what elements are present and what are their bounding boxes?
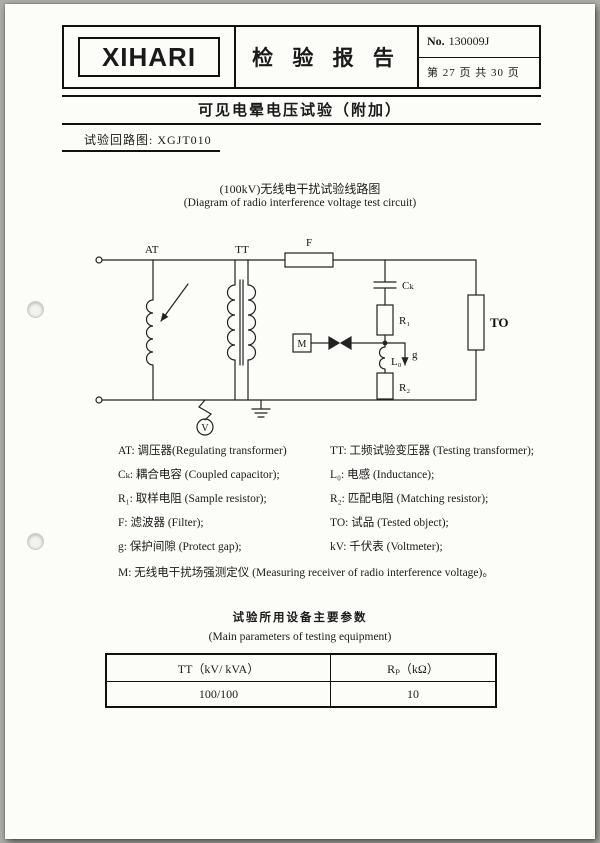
filter-box xyxy=(284,252,334,268)
matching-resistor-box xyxy=(376,372,394,400)
input-terminal-bottom xyxy=(95,396,103,404)
measuring-receiver-box xyxy=(292,333,312,353)
tt-secondary-winding xyxy=(247,259,257,401)
voltmeter-circle xyxy=(196,418,214,436)
page-indicator: 第 27 页 共 30 页 xyxy=(427,67,520,80)
logo-cell: XIHARI xyxy=(64,27,236,87)
params-header-row: TT（kV/ kVA） Rₚ（kΩ） xyxy=(107,655,495,682)
report-number-value: 130009J xyxy=(448,34,490,49)
params-title-cn: 试验所用设备主要参数 xyxy=(232,612,368,624)
legend-item: g: 保护间隙 (Protect gap); xyxy=(118,540,242,553)
legend-item: R₂: 匹配电阻 (Matching resistor); xyxy=(330,492,489,505)
component-legend: AT: 调压器(Regulating transformer) TT: 工频试验… xyxy=(118,444,548,581)
legend-item: AT: 调压器(Regulating transformer) xyxy=(118,445,287,457)
v-label: V xyxy=(201,423,209,434)
g-label: g xyxy=(412,349,418,361)
xihari-logo: XIHARI xyxy=(78,37,220,77)
circuit-reference: 试验回路图: XGJT010 xyxy=(84,133,212,147)
filter-label: F xyxy=(306,237,312,249)
punch-hole-top xyxy=(27,301,44,318)
regulating-transformer-winding xyxy=(145,259,154,401)
diagram-title-en: (Diagram of radio interference voltage t… xyxy=(183,197,417,209)
inductor xyxy=(378,342,386,374)
params-value-rp: 10 xyxy=(407,686,419,701)
wiper-arrow xyxy=(160,283,189,322)
report-header: XIHARI 检 验 报 告 No. 130009J 第 27 页 共 30 页 xyxy=(62,25,541,89)
legend-item: TO: 试品 (Tested object); xyxy=(330,516,449,529)
legend-item: kV: 千伏表 (Voltmeter); xyxy=(330,540,443,553)
tested-object-box xyxy=(467,294,485,351)
report-number-label: No. xyxy=(427,34,445,49)
to-label: TO xyxy=(490,315,509,330)
gap-electrode-right xyxy=(339,335,352,351)
gap-electrode-left xyxy=(328,335,341,351)
legend-item: F: 滤波器 (Filter); xyxy=(118,516,204,529)
params-table: TT（kV/ kVA） Rₚ（kΩ） 100/100 10 xyxy=(105,653,497,708)
r1-label: R₁ xyxy=(399,315,410,327)
section-title: 可见电晕电压试验（附加） xyxy=(197,103,402,119)
at-label: AT xyxy=(145,244,159,256)
divider-short xyxy=(62,150,220,152)
divider-top xyxy=(62,95,541,97)
legend-item: Cₖ: 耦合电容 (Coupled capacitor); xyxy=(118,468,280,481)
tt-label: TT xyxy=(235,244,249,256)
coupling-capacitor xyxy=(373,259,397,306)
input-terminal-top xyxy=(95,256,103,264)
l0-label: L₀ xyxy=(391,356,402,368)
divider-mid xyxy=(62,123,541,125)
tt-core xyxy=(239,279,244,366)
params-header-tt: TT（kV/ kVA） xyxy=(107,655,331,681)
report-page: XIHARI 检 验 报 告 No. 130009J 第 27 页 共 30 页… xyxy=(5,4,595,839)
report-number-row: No. 130009J xyxy=(419,27,539,58)
voltmeter-lead xyxy=(198,399,212,421)
sample-resistor-box xyxy=(376,304,394,336)
m-label: M xyxy=(298,339,307,350)
punch-hole-bottom xyxy=(27,533,44,550)
legend-item: L₀: 电感 (Inductance); xyxy=(330,468,435,481)
legend-item: TT: 工频试验变压器 (Testing transformer); xyxy=(330,445,534,457)
report-title: 检 验 报 告 xyxy=(236,27,419,87)
diagram-title-cn: (100kV)无线电干扰试验线路图 xyxy=(219,182,381,196)
ck-label: Cₖ xyxy=(402,280,414,292)
circuit-diagram: AT TT F Cₖ R₁ L₀ g R₂ M V TO xyxy=(95,237,509,436)
report-meta: No. 130009J 第 27 页 共 30 页 xyxy=(419,27,539,87)
r2-label: R₂ xyxy=(399,382,410,394)
tt-primary-winding xyxy=(226,259,236,401)
legend-item: R₁: 取样电阻 (Sample resistor); xyxy=(118,492,267,505)
ground-symbol xyxy=(251,399,271,418)
legend-item-m: M: 无线电干扰场强测定仪 (Measuring receiver of rad… xyxy=(118,567,494,580)
params-header-rp: Rₚ（kΩ） xyxy=(387,661,439,676)
supply-rails xyxy=(101,259,477,401)
params-title-en: (Main parameters of testing equipment) xyxy=(208,631,392,643)
params-value-row: 100/100 10 xyxy=(107,682,495,706)
params-value-tt: 100/100 xyxy=(107,682,331,706)
